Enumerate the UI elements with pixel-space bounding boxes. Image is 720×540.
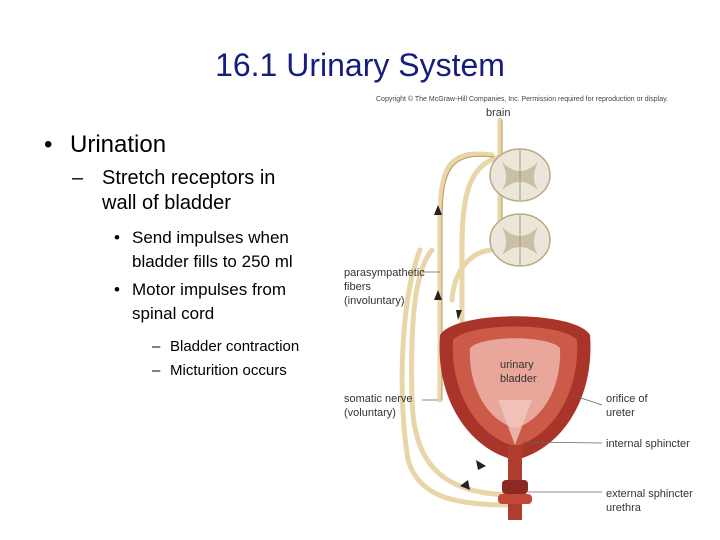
label-parasympathetic: (involuntary) <box>344 295 405 307</box>
label-urinary-bladder: bladder <box>500 373 537 385</box>
label-internal-sphincter: internal sphincter <box>606 438 690 450</box>
dash-marker: – <box>152 338 161 355</box>
sub-bullet-stretch-receptors: – Stretch receptors in wall of bladder <box>40 166 340 216</box>
detail-text: Micturition occurs <box>170 362 287 379</box>
label-orifice-ureter: orifice of <box>606 393 649 405</box>
label-somatic-nerve: somatic nerve <box>344 393 412 405</box>
label-urethra: urethra <box>606 502 642 514</box>
urinary-bladder-diagram: brain parasympathetic fibers (involuntar… <box>344 107 693 520</box>
label-somatic-nerve: (voluntary) <box>344 407 396 419</box>
dash-marker: – <box>152 362 161 379</box>
label-brain: brain <box>486 107 510 119</box>
sub-sub-bullet-line: Motor impulses from <box>132 280 286 299</box>
sub-sub-bullet-motor-impulses: • Motor impulses from spinal cord <box>40 278 340 326</box>
label-orifice-ureter: ureter <box>606 407 635 419</box>
dash-marker: – <box>72 167 84 189</box>
sub-sub-bullet-send-impulses: • Send impulses when bladder fills to 25… <box>40 226 340 274</box>
bullet-marker: • <box>44 131 53 158</box>
spinal-cord-section-upper <box>489 148 551 202</box>
label-urinary-bladder: urinary <box>500 359 534 371</box>
sub-bullet-line: Stretch receptors in <box>102 167 276 189</box>
bullet-text: Urination <box>70 131 167 158</box>
label-parasympathetic: parasympathetic <box>344 267 425 279</box>
copyright-notice: Copyright © The McGraw-Hill Companies, I… <box>376 96 669 103</box>
bullet-marker: • <box>114 280 120 299</box>
sub-sub-bullet-line: spinal cord <box>132 304 215 323</box>
bullet-urination: • Urination <box>40 130 340 160</box>
detail-text: Bladder contraction <box>170 338 300 355</box>
sub-sub-bullet-line: bladder fills to 250 ml <box>132 252 293 271</box>
sub-sub-bullet-line: Send impulses when <box>132 228 289 247</box>
label-external-sphincter: external sphincter <box>606 488 693 500</box>
sub-bullet-line: wall of bladder <box>102 192 231 214</box>
impulse-arrows <box>434 205 486 490</box>
detail-bladder-contraction: – Bladder contraction <box>40 336 340 358</box>
leader-lines <box>422 271 603 493</box>
detail-micturition: – Micturition occurs <box>40 360 340 382</box>
spinal-cord-section-lower <box>489 213 551 267</box>
bullet-marker: • <box>114 228 120 247</box>
label-parasympathetic: fibers <box>344 281 371 293</box>
urinary-bladder <box>439 316 591 520</box>
bullet-list: • Urination – Stretch receptors in wall … <box>40 130 340 384</box>
slide-title: 16.1 Urinary System <box>215 47 505 83</box>
